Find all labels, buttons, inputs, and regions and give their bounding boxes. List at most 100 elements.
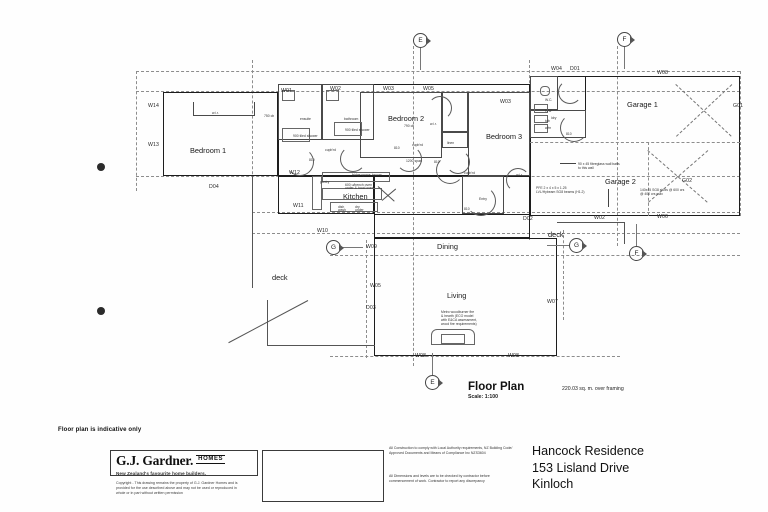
project-block: Hancock Residence 153 Lisland Drive Kinl… [532, 443, 644, 493]
opening-tag-w06: W06 [657, 214, 668, 220]
wall-dining-strip [374, 214, 530, 238]
opening-tag-w03: W03 [383, 86, 394, 92]
room-label-living: Living [447, 291, 467, 300]
annotation-810: 810 [394, 146, 400, 150]
grid-bubble-tail [341, 247, 363, 248]
annotation-linen: linen [447, 141, 455, 145]
annotation-810: 810 [434, 160, 440, 164]
annotation-900-tiled-shower: 900 tiled shower [345, 128, 370, 132]
grid-bubble-letter: E [418, 37, 423, 44]
annotation-w-i-r: w.i.r. [430, 122, 437, 126]
opening-tag-w01: W01 [281, 88, 292, 94]
opening-tag-w07: W07 [547, 299, 558, 305]
annotation-entry: Entry [479, 197, 487, 201]
opening-tag-d04: D04 [209, 184, 219, 190]
grid-bubble-tail [432, 353, 433, 375]
wall-bedroom3 [468, 92, 530, 176]
wall-bathroom [322, 84, 374, 140]
annotation-w-m: w/m [545, 126, 552, 130]
plan-scale: Scale: 1:100 [468, 394, 498, 400]
annotation-broom: broom [372, 173, 382, 177]
dimensions-note: All Dimensions and levels are to be chec… [389, 474, 490, 484]
kitchen-bench-left [312, 176, 322, 210]
door-arc-wc [558, 80, 582, 104]
room-label-bedroom-2: Bedroom 2 [388, 114, 425, 123]
opening-tag-g01: G01 [733, 103, 744, 109]
company-logo-box [110, 450, 258, 476]
gridline-h-5 [252, 233, 740, 234]
opening-tag-w09: W09 [366, 244, 377, 250]
door-arc-wir-bed2 [428, 96, 452, 120]
punch-hole-top [97, 163, 105, 171]
opening-tag-w08: W08 [415, 353, 426, 359]
annotation-600-u-bench-oven: 600 u/bench oven [345, 183, 372, 187]
room-label-bedroom-3: Bedroom 3 [486, 132, 523, 141]
grid-bubble-pointer-icon [426, 36, 431, 45]
grid-bubble-tail [547, 245, 569, 246]
opening-tag-w05: W05 [370, 283, 381, 289]
opening-tag-w03: W03 [500, 99, 511, 105]
annotation-cupb-rd: cupb'rd [325, 148, 337, 152]
annotation-wood-fire-requirements: wood fire requirements) [441, 322, 477, 326]
annotation-fridge-space: fridge space [352, 173, 371, 177]
note-arrow-studs [608, 189, 609, 207]
opening-tag-w08: W08 [657, 70, 668, 76]
grid-bubble-letter: E [430, 379, 435, 386]
grid-bubble-f-4: F [629, 224, 647, 261]
deck-left-vertical [267, 300, 268, 346]
gridline-h-4 [252, 212, 740, 213]
wall-kitchen-block [278, 176, 374, 214]
grid-bubble-e-5: E [425, 353, 443, 390]
company-name: G.J. Gardner. [116, 453, 194, 468]
project-line-1: Hancock Residence [532, 444, 645, 458]
annotation-cupb-rd: cupb'rd [412, 143, 424, 147]
grid-bubble-g-3: G [547, 238, 587, 253]
shower-bathroom [334, 122, 362, 136]
door-arc-wir-bed3 [506, 168, 530, 192]
gridline-v-2 [252, 60, 253, 240]
opening-tag-w11: W11 [293, 203, 304, 209]
opening-tag-w02: W02 [330, 86, 341, 92]
deck-left-diag [228, 300, 309, 344]
woodburner-hearth [431, 329, 475, 345]
gridline-v-5 [617, 46, 618, 246]
grid-bubble-pointer-icon [642, 249, 647, 258]
wall-garage-block [530, 76, 740, 216]
gridline-v-6 [740, 71, 741, 216]
deck-bottom-edge [267, 345, 375, 346]
annotation-bathroom: bathroom [344, 117, 359, 121]
opening-tag-w05: W05 [423, 86, 434, 92]
project-line-2: 153 Lisland Drive [532, 460, 630, 475]
plan-area: 220.03 sq. m. over framing [562, 386, 624, 392]
annotation-to-this-wall: to this wall [578, 166, 594, 170]
opening-tag-d01: D01 [570, 66, 580, 72]
company-logo: G.J. Gardner.HOMES New Zealand's favouri… [116, 452, 256, 476]
grid-bubble-pointer-icon [630, 35, 635, 44]
opening-tag-w02: W02 [594, 215, 605, 221]
door-arc-bedroom3 [436, 156, 464, 184]
grid-bubble-pointer-icon [438, 378, 443, 387]
grid-bubble-e-0: E [413, 33, 431, 70]
gridline-v-7 [366, 240, 367, 358]
vanity-bathroom [326, 90, 339, 101]
annotation-pfe-2-x-4-x-5-x-1-25: PFE 2 x 4 x 5 x 1.25 [536, 186, 567, 190]
gridline-v-3 [413, 46, 414, 366]
annotation-lvl-hybeam-sg8-beams-h1-2: LVL/Hybeam SG8 beams (H1.2) [536, 190, 585, 194]
wall-ensuite [278, 84, 322, 140]
grid-bubble-g-2: G [326, 240, 363, 255]
vanity-ensuite [282, 90, 295, 101]
wall-wir-bed1 [193, 102, 255, 116]
kitchen-bench-front [330, 202, 378, 212]
indicative-note: Floor plan is indicative only [58, 427, 142, 433]
grid-bubble-letter: F [634, 250, 639, 257]
annotation-h-w: H/W [545, 109, 552, 113]
room-label-deck: deck [548, 230, 564, 239]
copyright-text: Copyright - This drawing remains the pro… [116, 481, 238, 496]
door-arc-entry [466, 186, 496, 216]
opening-tag-w08: W08 [508, 353, 519, 359]
garage-mid-line [530, 142, 740, 143]
room-label-garage-1: Garage 1 [627, 100, 658, 109]
annotation-ldry: ldry [551, 116, 557, 120]
grid-bubble-tail [420, 48, 421, 70]
annotation-400-crs-max: @ 400 crs max [640, 192, 663, 196]
